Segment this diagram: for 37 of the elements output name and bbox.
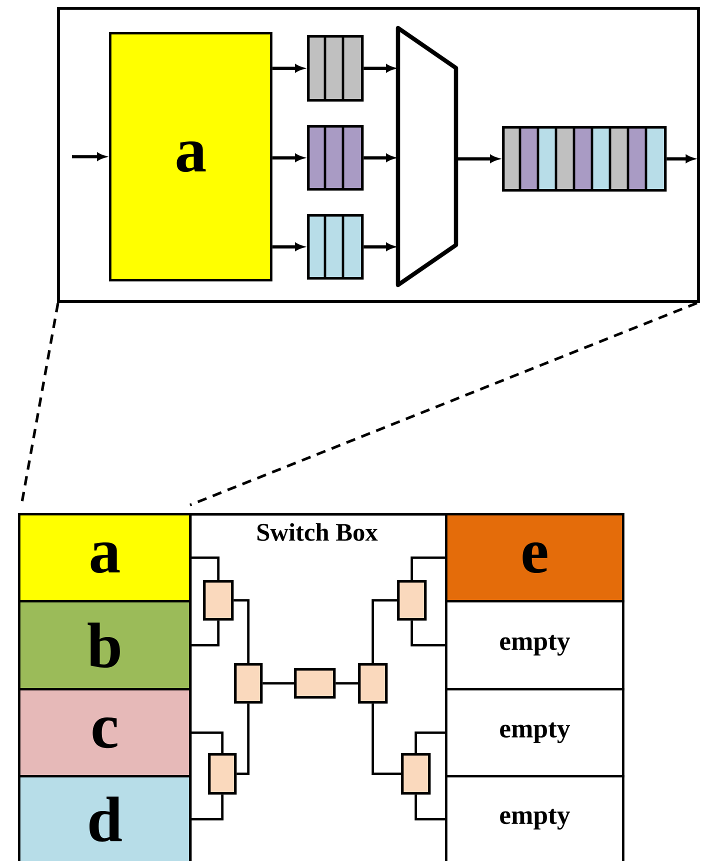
wire	[191, 556, 220, 580]
wire	[262, 682, 294, 685]
block-box: c	[18, 688, 192, 778]
block-box: empty	[445, 775, 624, 861]
switch-element	[401, 753, 431, 795]
block-box: e	[445, 513, 624, 602]
wire	[372, 599, 397, 663]
wire	[414, 794, 445, 820]
zoom-frame	[57, 7, 700, 303]
switch-element	[294, 668, 336, 699]
block-box: a	[109, 32, 272, 282]
arrow	[666, 155, 694, 163]
switch-element	[397, 580, 427, 621]
wire	[191, 620, 220, 646]
wire	[410, 556, 445, 580]
wire	[414, 732, 445, 753]
block-box: a	[18, 513, 192, 602]
wire	[234, 599, 250, 663]
queue-box	[307, 35, 364, 102]
wire	[410, 620, 445, 646]
wire	[191, 732, 224, 753]
block-box: b	[18, 600, 192, 690]
queue-box	[307, 214, 364, 280]
block-box: empty	[445, 688, 624, 778]
wire	[336, 682, 358, 685]
switch-element	[203, 580, 234, 621]
switch-element	[358, 663, 388, 704]
wire	[372, 704, 401, 776]
queue-box	[502, 126, 667, 192]
switch-element	[234, 663, 263, 704]
block-box: d	[18, 775, 192, 861]
block-box: empty	[445, 600, 624, 690]
wire	[236, 704, 250, 776]
switch-element	[208, 753, 237, 795]
multiplexer	[396, 26, 458, 288]
wire	[191, 794, 224, 820]
queue-box	[307, 125, 364, 191]
